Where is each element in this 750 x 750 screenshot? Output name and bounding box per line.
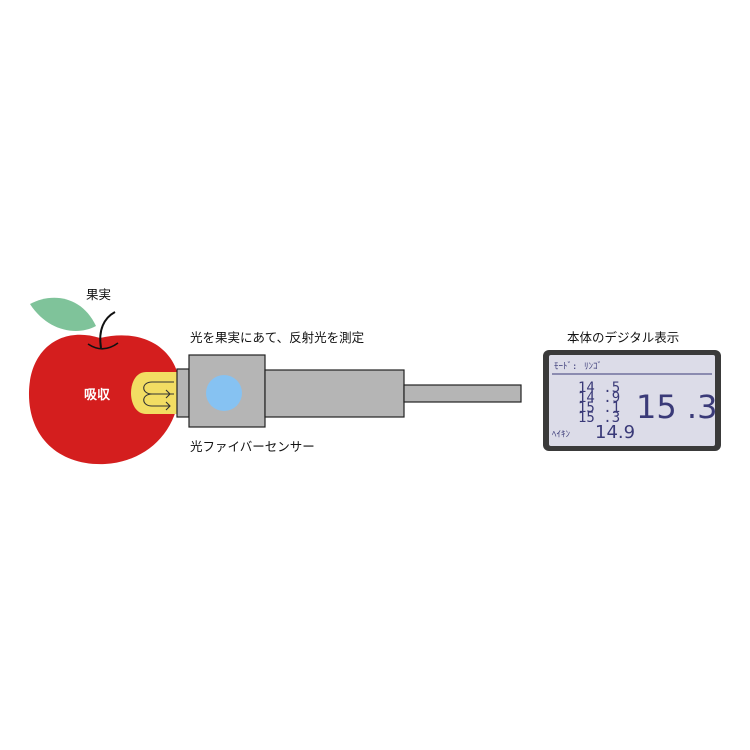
- sensor-body: [264, 369, 405, 418]
- fiber-cable: [403, 384, 522, 403]
- leaf-icon: [30, 297, 96, 331]
- lcd-history-row: 15 .1: [578, 400, 620, 416]
- lcd-mode-value: ﾘﾝｺﾞ: [584, 361, 602, 372]
- lcd-history-row: 14 .5: [578, 380, 620, 396]
- device-label: 本体のデジタル表示: [567, 330, 679, 345]
- lcd-history: 14 .5 14 .9 15 .1 15 .3: [578, 380, 620, 426]
- sensor-collar: [176, 368, 190, 418]
- lcd-average-label: ﾍｲｷﾝ: [552, 430, 571, 440]
- light-path-arrows: [143, 381, 174, 411]
- apple-body: [28, 334, 180, 465]
- lcd-current-reading: 15 .3: [636, 388, 717, 426]
- lcd-history-row: 14 .9: [578, 390, 620, 406]
- lcd-history-row: 15 .3: [578, 410, 620, 426]
- apple-dent: [87, 342, 119, 350]
- lcd-mode-label: ﾓｰﾄﾞ:: [554, 361, 577, 372]
- measure-label: 光を果実にあて、反射光を測定: [190, 330, 364, 345]
- display-unit: 本体のデジタル表示 ﾓｰﾄﾞ: ﾘﾝｺﾞ 14 .5 14 .9 15 .1 1…: [543, 330, 721, 451]
- lcd-screen: [549, 355, 715, 446]
- absorb-label: 吸収: [84, 388, 111, 403]
- sensor-window: [206, 375, 242, 411]
- apple-stem: [99, 311, 116, 349]
- sensor-tip: [131, 372, 180, 414]
- fiber-sensor: 光を果実にあて、反射光を測定 光ファイバーセンサー: [131, 330, 522, 454]
- lcd-average-value: 14.9: [595, 422, 635, 443]
- fruit-label: 果実: [86, 287, 111, 302]
- sensor-label: 光ファイバーセンサー: [190, 439, 315, 454]
- apple-illustration: 果実 吸収: [28, 287, 180, 465]
